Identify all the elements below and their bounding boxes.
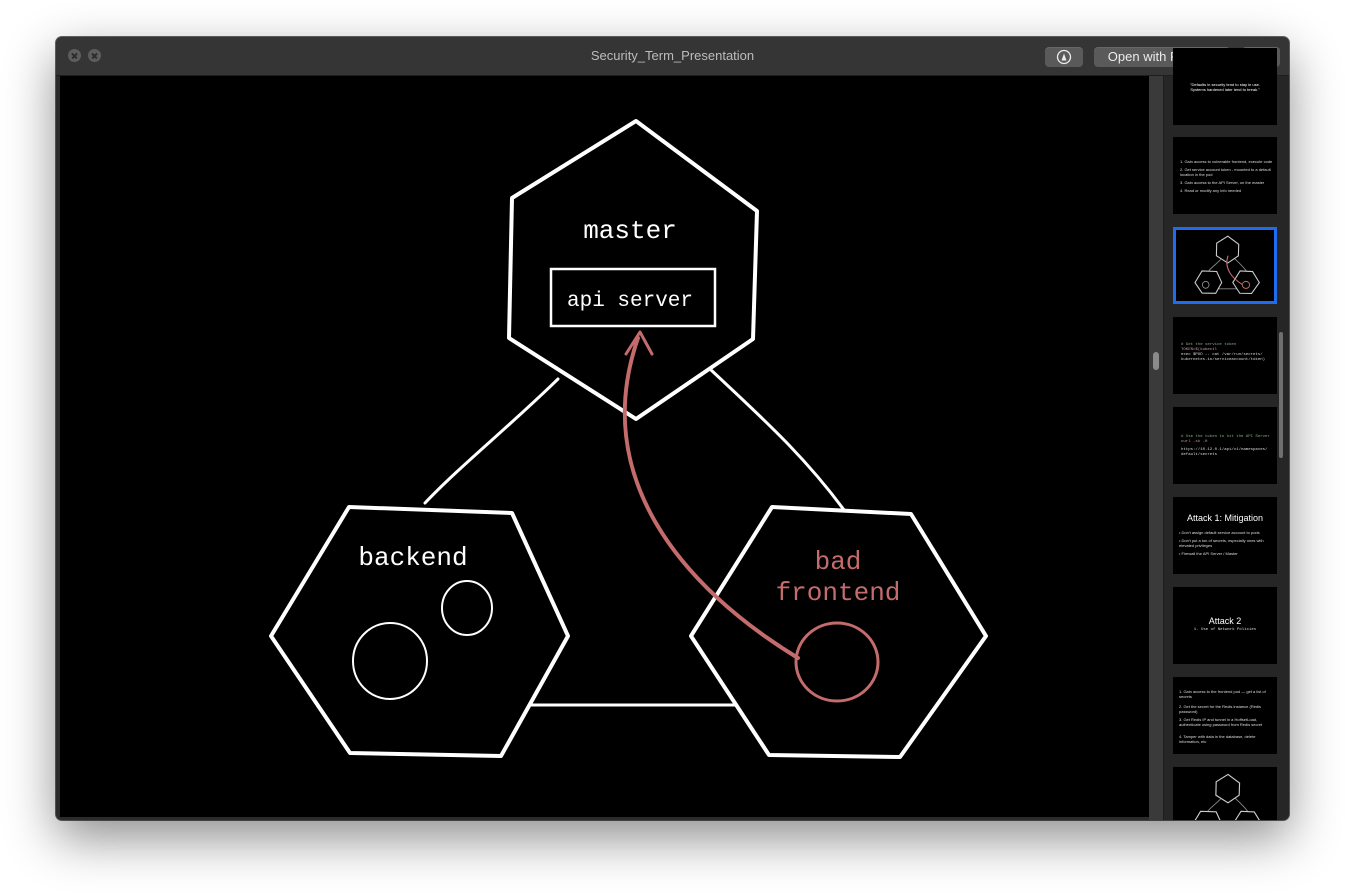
title-bar: Security_Term_Presentation Open with Pre… bbox=[56, 37, 1289, 76]
thumbnail-text: TOKEN=$(kubectl bbox=[1181, 348, 1218, 352]
markup-icon bbox=[1056, 49, 1072, 65]
slide-thumbnail-selected[interactable] bbox=[1173, 227, 1277, 304]
thumbnail-text: • Don't put a ton of secrets, especially… bbox=[1179, 538, 1264, 543]
frontend-label: frontend bbox=[776, 578, 901, 608]
attack-arrow bbox=[622, 336, 800, 660]
thumbnail-text: • Don't assign default service account t… bbox=[1179, 530, 1260, 535]
thumbnail-diagram bbox=[1194, 235, 1260, 294]
backend-pod-circle bbox=[441, 580, 493, 636]
thumbnail-text: Systems hardened later tend to break." bbox=[1190, 87, 1260, 92]
window-title: Security_Term_Presentation bbox=[590, 48, 755, 63]
master-label: master bbox=[583, 216, 677, 246]
thumbnail-text: 2. Get the secret for the Redis instance… bbox=[1179, 704, 1262, 714]
thumbnail-text: 4. Read or modify any info needed bbox=[1180, 188, 1242, 193]
edge-master-frontend bbox=[708, 367, 849, 516]
slide-thumbnail[interactable]: # Use the token to hit the API Server cu… bbox=[1173, 407, 1277, 484]
thumbnail-text: kubernetes.io/serviceaccount/token) bbox=[1181, 358, 1266, 362]
thumbnail-title: Attack 2 bbox=[1208, 616, 1242, 626]
compromised-pod-circle bbox=[794, 621, 880, 703]
attack-arrowhead bbox=[624, 330, 654, 356]
thumbnail-text: https://10.12.0.1/api/v1/namespaces/ bbox=[1181, 448, 1268, 452]
slide-thumbnail[interactable]: "Defaults in security tend to stay in us… bbox=[1173, 48, 1277, 125]
thumbnail-text: # Use the token to hit the API Server bbox=[1181, 435, 1270, 439]
thumbnail-diagram bbox=[1194, 773, 1260, 820]
backend-label: backend bbox=[358, 543, 467, 573]
bad-frontend-hexagon bbox=[689, 505, 988, 759]
backend-hexagon bbox=[269, 505, 570, 758]
bad-label: bad bbox=[815, 547, 862, 577]
thumbnail-text: curl -sk -H bbox=[1181, 440, 1208, 444]
backend-pod-circle bbox=[352, 622, 428, 700]
thumbnail-text: elevated privileges bbox=[1179, 543, 1213, 548]
api-server-label: api server bbox=[567, 290, 693, 313]
thumbnail-sidebar[interactable]: "Defaults in security tend to stay in us… bbox=[1149, 48, 1289, 820]
thumbnail-text: default/secrets bbox=[1181, 453, 1218, 457]
architecture-diagram: master api server backend bad frontend bbox=[269, 119, 988, 759]
thumbnail-text: 3. Get Redis IP and tunnel in a HoffsetL… bbox=[1179, 717, 1263, 727]
close-window-button[interactable] bbox=[68, 49, 81, 62]
slide-thumbnail[interactable]: 1. Gain access to the frontend pod — get… bbox=[1173, 677, 1277, 754]
thumbnail-text: location in the pod bbox=[1180, 172, 1213, 177]
thumbnail-text: 1. Gain access to vulnerable frontend, e… bbox=[1180, 159, 1273, 164]
thumbnail-text: # Get the service token bbox=[1181, 343, 1237, 347]
thumbnail-text: 2. Get service account token - mounted t… bbox=[1180, 167, 1271, 172]
markup-button[interactable] bbox=[1045, 47, 1083, 67]
thumbnail-text: • Firewall the API Server / Master bbox=[1179, 551, 1238, 556]
thumbnail-text: 4. Tamper with data in the database, del… bbox=[1179, 734, 1256, 744]
api-server-box bbox=[549, 267, 717, 328]
edge-master-backend bbox=[423, 377, 560, 505]
thumbnail-title: Attack 1: Mitigation bbox=[1186, 513, 1264, 523]
minimize-window-button[interactable] bbox=[88, 49, 101, 62]
thumbnail-text: exec $POD -- cat /var/run/secrets/ bbox=[1181, 353, 1263, 357]
slide-canvas: master api server backend bad frontend bbox=[60, 76, 1149, 817]
slide-thumbnail[interactable]: Attack 2 1. Use of Network Policies bbox=[1173, 587, 1277, 664]
thumbnail-text: "Defaults in security tend to stay in us… bbox=[1190, 82, 1260, 87]
sidebar-resize-handle[interactable] bbox=[1153, 352, 1159, 370]
thumbnail-text: 1. Gain access to the frontend pod — get… bbox=[1179, 689, 1266, 699]
slide-thumbnail[interactable]: 1. Gain access to vulnerable frontend, e… bbox=[1173, 137, 1277, 214]
thumbnail-text: 1. Use of Network Policies bbox=[1193, 628, 1257, 632]
slide-thumbnail[interactable]: Attack 1: Mitigation • Don't assign defa… bbox=[1173, 497, 1277, 574]
slide-thumbnail[interactable] bbox=[1173, 767, 1277, 820]
thumbnail-text: 3. Gain access to the API Server, on the… bbox=[1180, 180, 1265, 185]
sidebar-resize-track[interactable] bbox=[1149, 76, 1164, 820]
slide-thumbnail[interactable]: # Get the service token TOKEN=$(kubectl … bbox=[1173, 317, 1277, 394]
sidebar-scrollbar[interactable] bbox=[1279, 332, 1283, 458]
preview-window: Security_Term_Presentation Open with Pre… bbox=[56, 37, 1289, 820]
